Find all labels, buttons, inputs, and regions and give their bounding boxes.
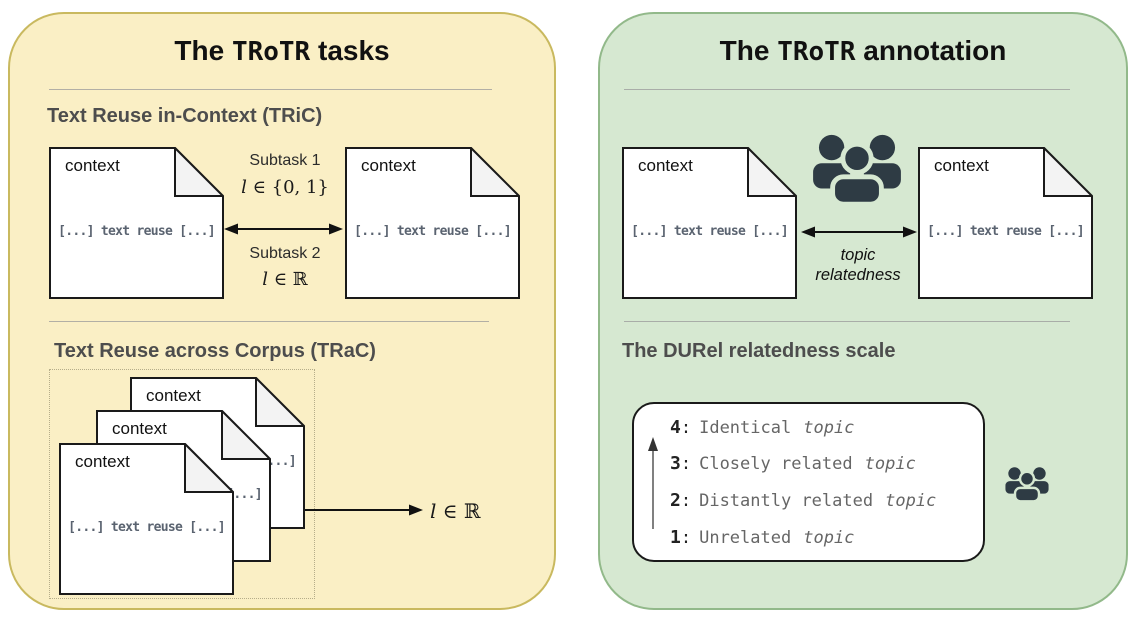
separator xyxy=(624,321,1070,322)
document-shape xyxy=(345,147,520,299)
text-reuse-label: [...] text reuse [...] xyxy=(354,224,511,239)
trac-output-math: l ∈ ℝ xyxy=(430,499,481,523)
separator xyxy=(624,89,1070,90)
scale-up-arrow-icon xyxy=(648,437,658,529)
subtask2-label: Subtask 2 xyxy=(249,245,321,262)
title-text: The xyxy=(174,35,232,66)
annotators-group-small-icon xyxy=(1005,467,1049,503)
text-reuse-label: [...] text reuse [...] xyxy=(927,224,1084,239)
context-label: context xyxy=(361,156,416,175)
folded-corner-icon xyxy=(470,147,520,197)
context-label: context xyxy=(934,156,989,175)
durel-scale-heading: The DURel relatedness scale xyxy=(622,340,896,362)
text-reuse-label: [...] text reuse [...] xyxy=(58,224,215,239)
annotation-document-left: context [...] text reuse [...] xyxy=(622,147,797,299)
double-arrow-icon xyxy=(224,223,343,235)
context-label: context xyxy=(638,156,693,175)
corpus-box xyxy=(49,369,315,599)
trac-document-front: context [...] text reuse [...] xyxy=(59,443,234,595)
folded-corner-icon xyxy=(221,410,271,460)
title-mono-trotr: TRoTR xyxy=(231,37,311,67)
annotation-panel: The TRoTR annotation context [...] text … xyxy=(598,12,1128,610)
tric-heading: Text Reuse in-Context (TRiC) xyxy=(47,105,323,127)
folded-corner-icon xyxy=(255,377,305,427)
title-text: The xyxy=(719,35,778,66)
annotators-group-icon xyxy=(813,134,901,207)
tric-document-right: context [...] text reuse [...] xyxy=(345,147,520,299)
folded-corner-icon xyxy=(184,443,234,493)
separator xyxy=(49,89,492,90)
tric-document-left: context [...] text reuse [...] xyxy=(49,147,224,299)
folded-corner-icon xyxy=(1043,147,1093,197)
text-reuse-label: [...] text reuse [...] xyxy=(68,520,225,535)
subtask1-label: Subtask 1 xyxy=(249,152,321,169)
tasks-panel-title: The TRoTR tasks xyxy=(174,35,390,67)
subtask2-math: l ∈ ℝ xyxy=(262,269,308,290)
output-arrow-icon xyxy=(305,504,423,516)
document-shape xyxy=(622,147,797,299)
document-shape xyxy=(49,147,224,299)
subtask1-math: l ∈ {0, 1} xyxy=(241,177,329,198)
context-label: context xyxy=(146,386,201,405)
annotation-panel-title: The TRoTR annotation xyxy=(719,35,1007,67)
document-shape xyxy=(59,443,234,595)
folded-corner-icon xyxy=(747,147,797,197)
folded-corner-icon xyxy=(174,147,224,197)
title-mono-trotr: TRoTR xyxy=(777,37,856,67)
context-label: context xyxy=(112,419,167,438)
document-shape xyxy=(918,147,1093,299)
trac-heading: Text Reuse across Corpus (TRaC) xyxy=(54,340,376,362)
context-label: context xyxy=(75,452,130,471)
tasks-panel: The TRoTR tasks Text Reuse in-Context (T… xyxy=(8,12,556,610)
separator xyxy=(49,321,489,322)
arrow-label: topic relatedness xyxy=(815,246,901,284)
text-reuse-label: [...] text reuse [...] xyxy=(631,224,788,239)
annotation-document-right: context [...] text reuse [...] xyxy=(918,147,1093,299)
double-arrow-icon xyxy=(801,226,917,238)
context-label: context xyxy=(65,156,120,175)
